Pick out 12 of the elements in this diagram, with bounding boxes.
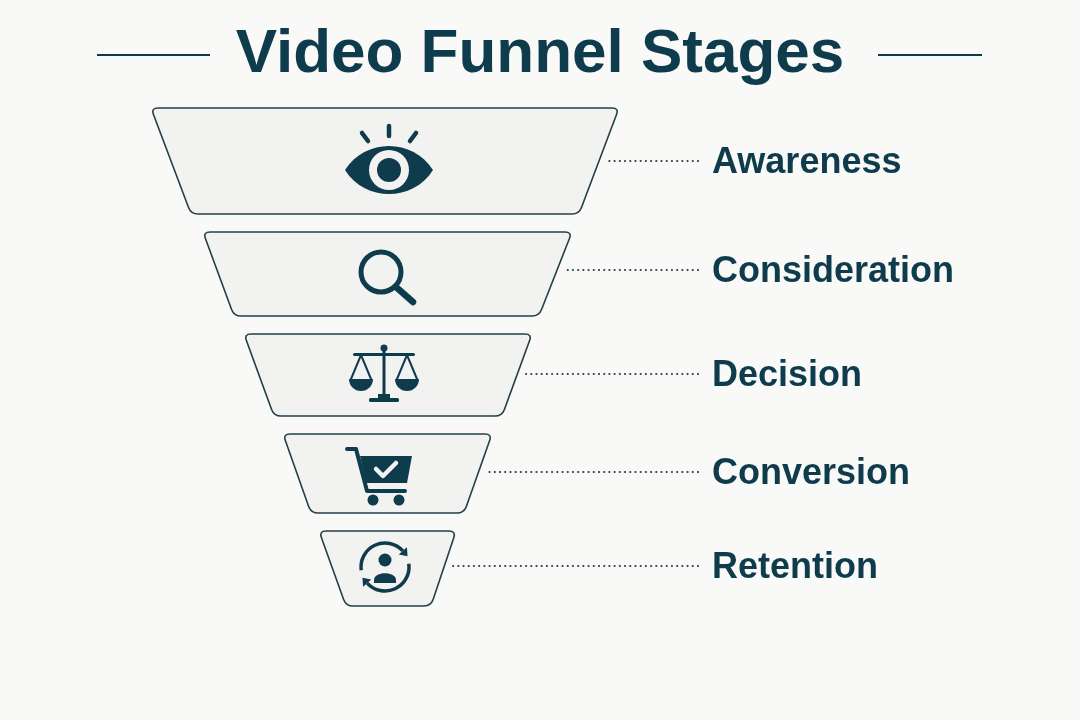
stage-label: Decision (712, 352, 863, 396)
funnel-stage (318, 530, 457, 607)
funnel-stage (150, 107, 620, 215)
funnel-stage (282, 433, 493, 514)
leader-line (523, 372, 700, 376)
funnel-stage (243, 333, 533, 417)
stage-label: Consideration (712, 248, 954, 292)
stage-label: Conversion (712, 450, 911, 494)
leader-line (450, 564, 700, 568)
stage-label: Awareness (712, 139, 902, 183)
stage-label: Retention (712, 544, 878, 588)
funnel-stage (202, 231, 573, 317)
